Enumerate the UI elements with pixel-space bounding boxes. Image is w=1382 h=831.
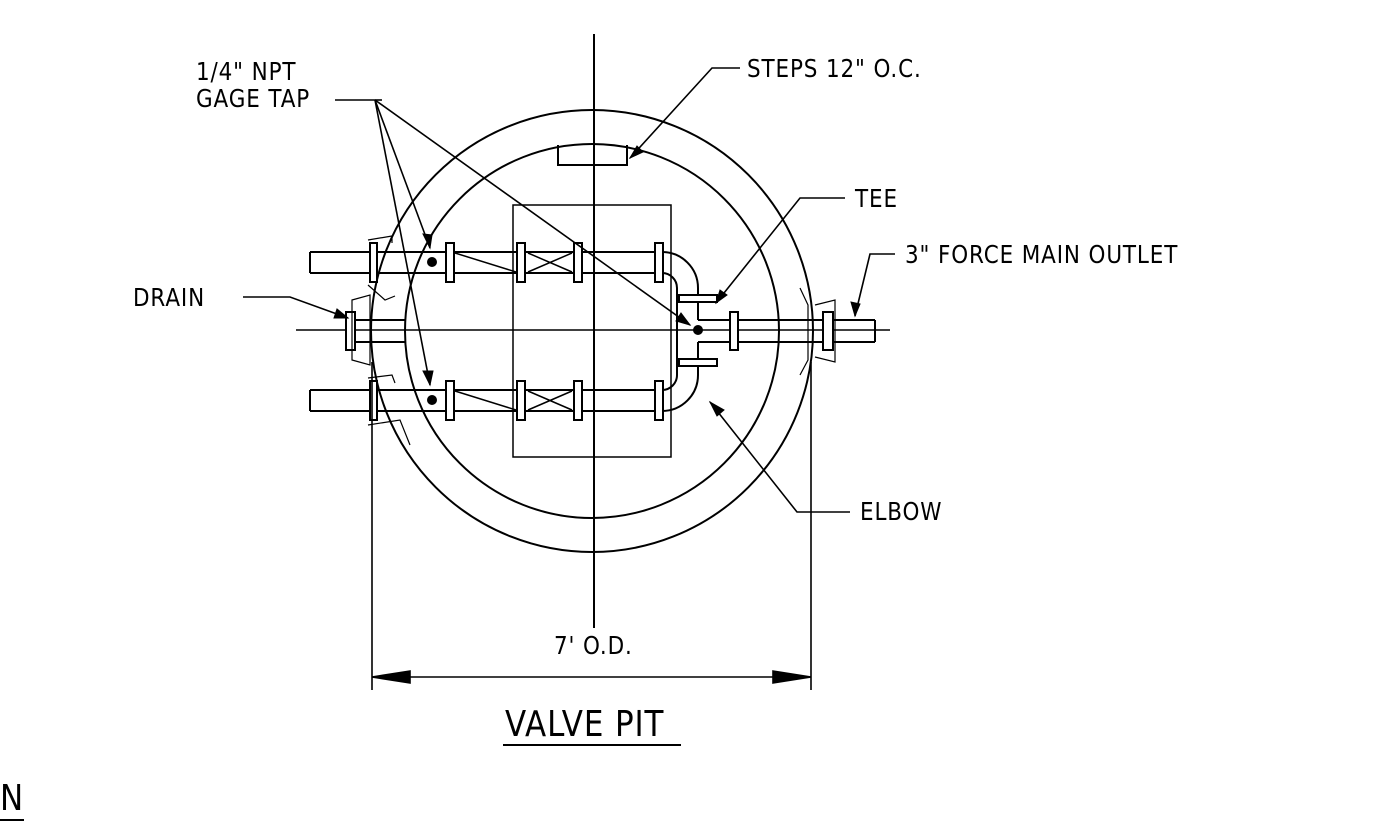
gage-tap-lower-dot bbox=[427, 395, 437, 405]
elbow-label: ELBOW bbox=[860, 497, 943, 526]
upper-pipe-run bbox=[309, 251, 699, 298]
drain-pipe bbox=[345, 311, 405, 351]
upper-flanges bbox=[369, 242, 664, 283]
valve-support-rect bbox=[512, 204, 672, 458]
gage-tap-upper-dot bbox=[427, 257, 437, 267]
leader-lines bbox=[243, 67, 895, 513]
inner-pit-wall bbox=[404, 143, 780, 519]
steps-detail bbox=[557, 145, 628, 166]
dimension-label: 7' O.D. bbox=[554, 631, 633, 660]
lower-flanges bbox=[369, 380, 664, 421]
force-main-outlet-label: 3" FORCE MAIN OUTLET bbox=[905, 240, 1179, 269]
lower-pipe-run bbox=[309, 365, 699, 412]
title-underline bbox=[503, 744, 681, 746]
outlet-pipe bbox=[698, 311, 876, 351]
wall-sleeves bbox=[351, 235, 836, 446]
partial-view-title: AN bbox=[0, 778, 25, 819]
gage-tap-label-line1: 1/4" NPT bbox=[196, 57, 297, 86]
tee-label: TEE bbox=[855, 184, 898, 213]
gage-tap-label-line2: GAGE TAP bbox=[196, 84, 311, 113]
page-title: VALVE PIT bbox=[505, 704, 665, 745]
leader-arrowheads bbox=[333, 145, 861, 417]
dimension-7ft-od bbox=[371, 362, 812, 690]
drain-label: DRAIN bbox=[133, 283, 206, 312]
partial-title-underline bbox=[0, 819, 24, 821]
outer-pit-wall bbox=[370, 109, 814, 553]
steps-label: STEPS 12" O.C. bbox=[747, 54, 922, 83]
